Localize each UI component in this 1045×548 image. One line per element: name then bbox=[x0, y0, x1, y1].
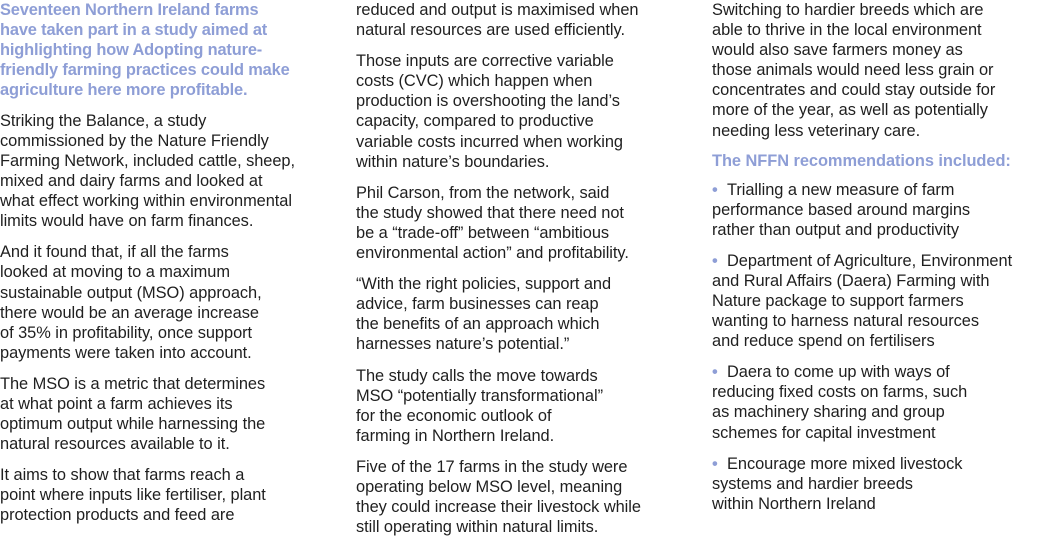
text-line: the benefits of an approach which bbox=[356, 315, 600, 334]
bullet-icon: • bbox=[712, 180, 718, 199]
text-line-content: Department of Agriculture, Environment bbox=[727, 251, 1013, 270]
text-line: sustainable output (MSO) approach, bbox=[0, 283, 262, 302]
text-line: point where inputs like fertiliser, plan… bbox=[0, 485, 266, 504]
text-line: capacity, compared to productive bbox=[356, 112, 594, 131]
body-paragraph: Striking the Balance, a study commission… bbox=[0, 111, 340, 232]
recommendations-heading: The NFFN recommendations included: bbox=[712, 152, 1011, 171]
text-line: commissioned by the Nature Friendly bbox=[0, 132, 269, 151]
text-line: protection products and feed are bbox=[0, 506, 235, 525]
text-line: • Encourage more mixed livestock bbox=[712, 454, 1045, 474]
text-line: what effect working within environmental bbox=[0, 192, 292, 211]
lead-paragraph: Seventeen Northern Ireland farms have ta… bbox=[0, 0, 340, 100]
text-line: of 35% in profitability, once support bbox=[0, 323, 253, 342]
body-paragraph: reduced and output is maximised when nat… bbox=[356, 0, 681, 40]
text-line: costs (CVC) which happen when bbox=[356, 72, 593, 91]
column-3: Switching to hardier breeds which are ab… bbox=[712, 0, 1045, 525]
text-line: as machinery sharing and group bbox=[712, 403, 945, 422]
body-paragraph: “With the right policies, support and ad… bbox=[356, 274, 681, 354]
text-line: payments were taken into account. bbox=[0, 343, 252, 362]
bullet-icon: • bbox=[712, 251, 718, 270]
text-line: concentrates and could stay outside for bbox=[712, 81, 996, 100]
body-paragraph: Those inputs are corrective variable cos… bbox=[356, 51, 681, 172]
text-line: have taken part in a study aimed at bbox=[0, 21, 268, 40]
body-paragraph: Switching to hardier breeds which are ab… bbox=[712, 0, 1045, 141]
text-line: harnesses nature’s potential.” bbox=[356, 335, 570, 354]
text-line: be a “trade-off” between “ambitious bbox=[356, 223, 610, 242]
text-line: The study calls the move towards bbox=[356, 366, 598, 385]
body-paragraph: It aims to show that farms reach a point… bbox=[0, 465, 340, 525]
text-line: highlighting how Adopting nature- bbox=[0, 41, 263, 60]
recommendation-item: • Daera to come up with ways of reducing … bbox=[712, 362, 1045, 442]
text-line: natural resources available to it. bbox=[0, 434, 230, 453]
text-line: Farming Network, included cattle, sheep, bbox=[0, 152, 295, 171]
text-line: Nature package to support farmers bbox=[712, 292, 964, 311]
recommendation-item: • Encourage more mixed livestock systems … bbox=[712, 454, 1045, 514]
text-line: within Northern Ireland bbox=[712, 494, 876, 513]
text-line: at what point a farm achieves its bbox=[0, 394, 233, 413]
text-line: operating below MSO level, meaning bbox=[356, 477, 623, 496]
bullet-icon: • bbox=[712, 454, 718, 473]
text-line: “With the right policies, support and bbox=[356, 275, 612, 294]
text-line: MSO “potentially transformational” bbox=[356, 386, 603, 405]
text-line: optimum output while harnessing the bbox=[0, 414, 266, 433]
text-line: schemes for capital investment bbox=[712, 423, 936, 442]
recommendation-item: •Department of Agriculture, Environment … bbox=[712, 251, 1045, 351]
text-line: natural resources are used efficiently. bbox=[356, 21, 625, 40]
text-line: able to thrive in the local environment bbox=[712, 21, 982, 40]
text-line: Seventeen Northern Ireland farms bbox=[0, 1, 259, 19]
column-2: reduced and output is maximised when nat… bbox=[356, 0, 681, 548]
text-line: Striking the Balance, a study bbox=[0, 111, 207, 130]
text-line: agriculture here more profitable. bbox=[0, 81, 248, 100]
text-line: advice, farm businesses can reap bbox=[356, 295, 599, 314]
text-line: reducing fixed costs on farms, such bbox=[712, 383, 968, 402]
text-line-content: Trialling a new measure of farm bbox=[727, 180, 955, 199]
text-line: looked at moving to a maximum bbox=[0, 263, 230, 282]
text-line: and Rural Affairs (Daera) Farming with bbox=[712, 271, 990, 290]
text-line: more of the year, as well as potentially bbox=[712, 101, 988, 120]
text-line: reduced and output is maximised when bbox=[356, 1, 639, 19]
body-paragraph: Five of the 17 farms in the study were o… bbox=[356, 457, 681, 537]
text-line: • Department of Agriculture, Environment bbox=[712, 251, 1045, 271]
text-line: farming in Northern Ireland. bbox=[356, 426, 555, 445]
body-paragraph: Phil Carson, from the network, said the … bbox=[356, 183, 681, 263]
text-line: And it found that, if all the farms bbox=[0, 243, 229, 262]
text-line: wanting to harness natural resources bbox=[712, 312, 979, 331]
text-line: needing less veterinary care. bbox=[712, 121, 921, 140]
text-line: The MSO is a metric that determines bbox=[0, 374, 266, 393]
text-line-content: Encourage more mixed livestock bbox=[727, 454, 963, 473]
column-1: Seventeen Northern Ireland farms have ta… bbox=[0, 0, 340, 536]
text-line: environmental action” and profitability. bbox=[356, 244, 629, 263]
body-paragraph: And it found that, if all the farms look… bbox=[0, 242, 340, 363]
text-line: rather than output and productivity bbox=[712, 220, 959, 239]
text-line: systems and hardier breeds bbox=[712, 474, 913, 493]
text-line: and reduce spend on fertilisers bbox=[712, 332, 935, 351]
text-line: there would be an average increase bbox=[0, 303, 259, 322]
text-line: variable costs incurred when working bbox=[356, 132, 623, 151]
text-line: friendly farming practices could make bbox=[0, 61, 290, 80]
bullet-icon: • bbox=[712, 363, 718, 382]
recommendation-item: • Trialling a new measure of farm perform… bbox=[712, 180, 1045, 240]
text-line: Switching to hardier breeds which are bbox=[712, 1, 984, 19]
text-line: performance based around margins bbox=[712, 200, 971, 219]
text-line: they could increase their livestock whil… bbox=[356, 498, 641, 517]
text-line: those animals would need less grain or bbox=[712, 61, 994, 80]
text-line: • Trialling a new measure of farm bbox=[712, 180, 1045, 200]
text-line: Five of the 17 farms in the study were bbox=[356, 457, 628, 476]
text-line: for the economic outlook of bbox=[356, 406, 552, 425]
text-line: • Daera to come up with ways of bbox=[712, 362, 1045, 382]
text-line: Phil Carson, from the network, said bbox=[356, 183, 610, 202]
body-paragraph: The MSO is a metric that determines at w… bbox=[0, 374, 340, 454]
text-line: would also save farmers money as bbox=[712, 41, 963, 60]
text-line: the study showed that there need not bbox=[356, 203, 624, 222]
text-line: Those inputs are corrective variable bbox=[356, 52, 614, 71]
text-line: production is overshooting the land’s bbox=[356, 92, 620, 111]
body-paragraph: The study calls the move towards MSO “po… bbox=[356, 366, 681, 446]
text-line-content: Daera to come up with ways of bbox=[727, 363, 950, 382]
text-line: mixed and dairy farms and looked at bbox=[0, 172, 263, 191]
text-line: still operating within natural limits. bbox=[356, 518, 599, 537]
text-line: It aims to show that farms reach a bbox=[0, 465, 245, 484]
text-line: limits would have on farm finances. bbox=[0, 212, 254, 231]
text-line: within nature’s boundaries. bbox=[356, 152, 550, 171]
